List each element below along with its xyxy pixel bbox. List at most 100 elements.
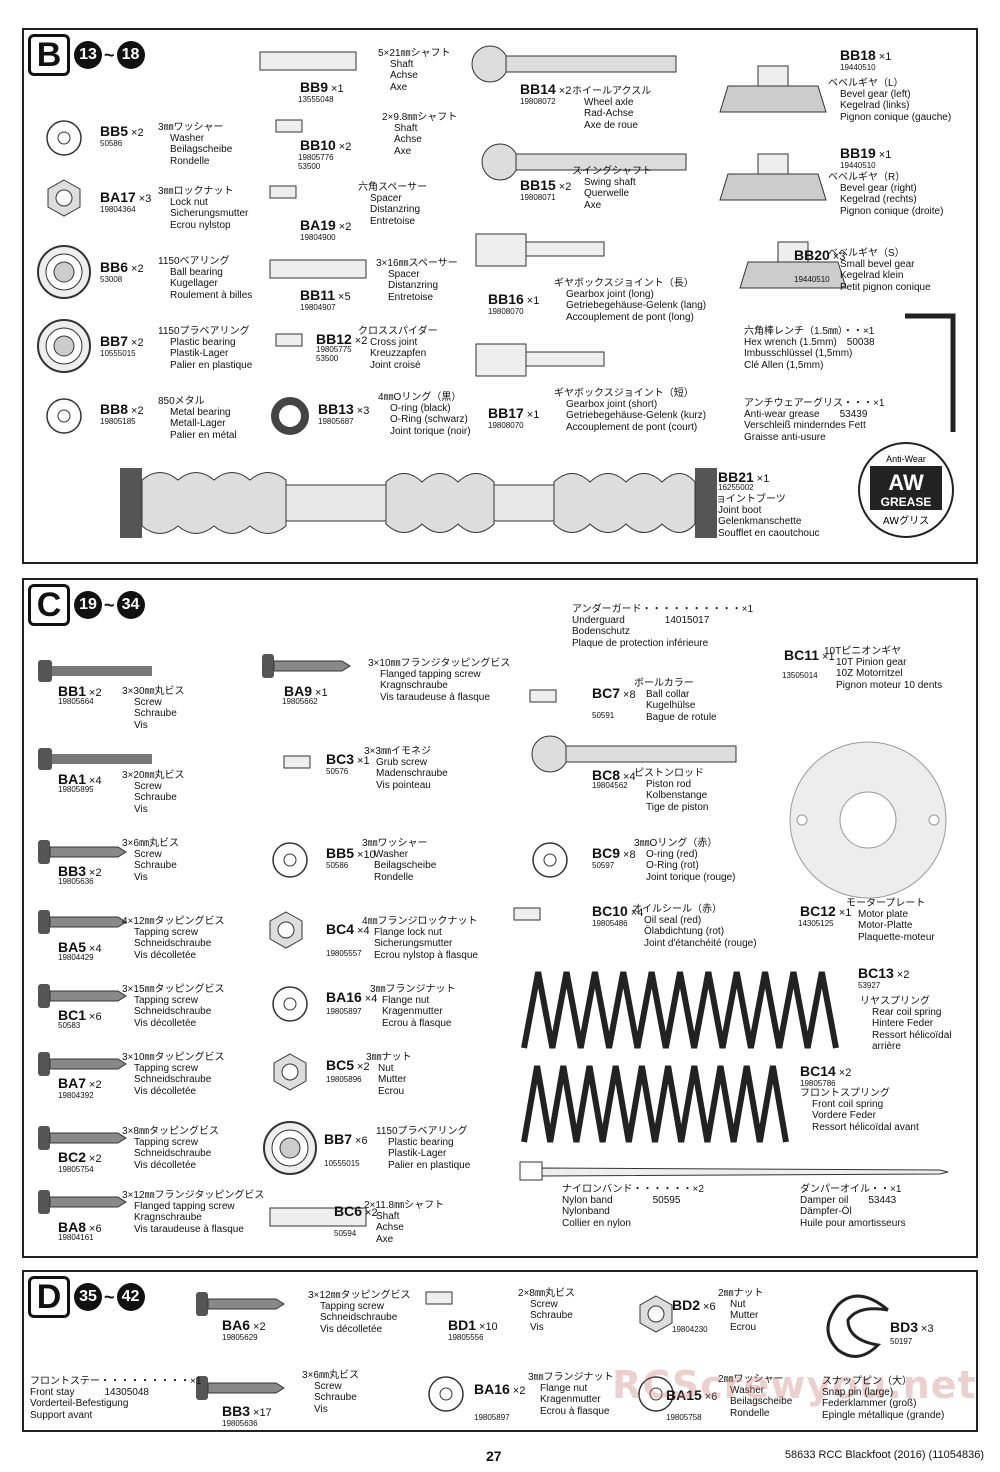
part-code-text: BA15: [666, 1387, 702, 1403]
part-number: 14305125: [798, 919, 834, 928]
desc-jp: 1150プラベアリング: [376, 1126, 468, 1137]
desc-jp: 3㎜Oリング（赤）: [634, 838, 718, 849]
model-footer: 58633 RCC Blackfoot (2016) (11054836): [784, 1449, 984, 1461]
desc-line: Shaft: [390, 59, 414, 71]
part-code: BC3×1: [326, 752, 370, 767]
step-start: 19: [74, 591, 102, 619]
section-letter: C: [28, 584, 70, 626]
desc-line: Schraube: [530, 1310, 573, 1322]
part-code-text: BD2: [672, 1297, 701, 1313]
desc-jp: ベベルギヤ（R）: [828, 172, 906, 183]
part-code: BC11×1: [784, 648, 835, 663]
section-c-header: C 19 ~ 34: [28, 584, 145, 626]
desc-line: アンチウェアーグリス・・・×1: [744, 398, 885, 409]
part-code: BA5×4: [58, 940, 102, 955]
part-qty: ×8: [623, 849, 636, 861]
desc-line: Querwelle: [584, 188, 630, 200]
desc-line: Madenschraube: [376, 768, 448, 780]
part-qty: ×1: [878, 51, 892, 63]
svg-text:Anti-Wear: Anti-Wear: [886, 454, 926, 464]
part-qty: ×4: [364, 993, 378, 1005]
part-number: 19808070: [488, 307, 524, 316]
part-description: ギヤボックスジョイント（長）Gearbox joint (long)Getrie…: [554, 278, 706, 323]
desc-line: Flange nut: [382, 995, 430, 1007]
part-code-text: BA5: [58, 939, 87, 955]
part-code-text: BC7: [592, 685, 621, 701]
part-code: BB16×1: [488, 292, 539, 307]
desc-line: Federklammer (groß): [822, 1398, 917, 1410]
desc-line: Distanzring: [370, 204, 421, 216]
page-number: 27: [486, 1448, 502, 1464]
part-code: BB12×2: [316, 332, 367, 347]
part-qty: ×3: [832, 251, 846, 263]
motor-plate-drawing: [789, 741, 947, 899]
part-number: 50583: [58, 1021, 81, 1030]
part-code: BC13×2: [858, 966, 909, 981]
part-qty: ×2: [131, 127, 144, 139]
part-code: BA7×2: [58, 1076, 102, 1091]
part-code: BC7×8: [592, 686, 636, 701]
part-code-text: BB11: [300, 287, 336, 303]
part-qty: ×3: [138, 193, 152, 205]
desc-line: Pignon conique (gauche): [840, 111, 952, 123]
desc-line: 10Z Motorritzel: [836, 668, 903, 680]
desc-line: Vis: [134, 803, 148, 815]
part-qty: ×2: [558, 85, 572, 97]
desc-line: Kugelhülse: [646, 700, 696, 712]
desc-line: Kegelrad klein: [840, 270, 904, 282]
part-qty: ×2: [357, 1061, 370, 1073]
section-c: C 19 ~ 34: [22, 578, 978, 1258]
desc-line: Damper oil 53443: [800, 1195, 897, 1207]
desc-line: Support avant: [30, 1409, 93, 1421]
desc-line: Entretoise: [388, 291, 434, 303]
section-letter: B: [28, 34, 70, 76]
desc-line: arrière: [872, 1040, 901, 1052]
desc-line: Pignon conique (droite): [840, 205, 944, 217]
part-number: 19805636: [222, 1419, 258, 1428]
part-number: 19805754: [58, 1165, 94, 1174]
part-code-text: BA16: [326, 989, 362, 1005]
part-code-text: BB3: [222, 1403, 251, 1419]
part-number: 19805557: [326, 949, 362, 958]
part-qty: ×2: [896, 969, 910, 981]
desc-line: Gearbox joint (long): [566, 289, 654, 301]
desc-line: Axe: [394, 145, 412, 157]
section-b-header: B 13 ~ 18: [28, 34, 145, 76]
desc-line: Flange lock nut: [374, 927, 442, 939]
part-qty: ×2: [131, 263, 144, 275]
part-code-text: BC10: [592, 903, 628, 919]
part-code-text: BC5: [326, 1057, 355, 1073]
part-code: BA16×2: [474, 1382, 525, 1397]
part-code: BB3×17: [222, 1404, 272, 1419]
part-number: 19805895: [58, 785, 94, 794]
desc-line: Bague de rotule: [646, 711, 717, 723]
desc-jp: 2×9.8㎜シャフト: [382, 112, 458, 123]
part-code: BC14×2: [800, 1064, 851, 1079]
part-number: 19805897: [326, 1007, 362, 1016]
desc-line: Ecrou à flasque: [382, 1017, 452, 1029]
part-number: 19805556: [448, 1333, 484, 1342]
desc-line: Screw: [134, 697, 162, 709]
part-code-text: BB7: [324, 1131, 353, 1147]
desc-line: Bevel gear (left): [840, 89, 911, 101]
desc-jp: リヤスプリング: [860, 996, 930, 1007]
desc-jp: ピストンロッド: [634, 768, 704, 779]
desc-line: Shaft: [376, 1211, 400, 1223]
desc-line: Tapping screw: [134, 1063, 198, 1075]
part-code-text: BB15: [520, 177, 556, 193]
part-code-text: BC1: [58, 1007, 87, 1023]
desc-line: Schraube: [134, 708, 177, 720]
desc-line: Axe: [390, 81, 408, 93]
